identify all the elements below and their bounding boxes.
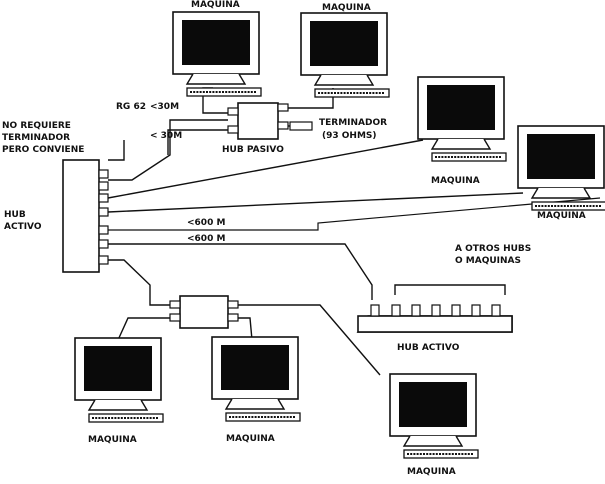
passive-hub-bottom (169, 295, 239, 329)
machine-label-5: MAQUINA (88, 435, 137, 445)
computer-6 (211, 336, 301, 422)
machine-label-7: MAQUINA (407, 467, 456, 477)
passive-hub-top (227, 102, 313, 140)
terminator-label-1: TERMINADOR (319, 118, 388, 128)
computer-7 (389, 373, 479, 459)
computer-1 (172, 11, 262, 97)
computer-3 (417, 76, 507, 162)
active-hub-left-label-1: HUB (4, 210, 26, 220)
cable-length-label-1: <30M (150, 102, 180, 112)
cable-length-label-2: < 30M (150, 131, 183, 141)
machine-label-1: MAQUINA (191, 0, 240, 10)
active-hub-right (356, 304, 513, 333)
machine-label-3: MAQUINA (431, 176, 480, 186)
cables (107, 87, 601, 376)
rg62-label: RG 62 (116, 102, 146, 112)
active-hub-left (62, 159, 109, 273)
computer-2 (300, 12, 390, 98)
cable-length-label-4: <600 M (187, 234, 226, 244)
active-hub-right-label: HUB ACTIVO (397, 343, 460, 353)
other-hubs-label-1: A OTROS HUBS (455, 244, 532, 254)
note-line-2: TERMINADOR (2, 133, 71, 143)
other-hubs-label-2: O MAQUINAS (455, 256, 521, 266)
terminator-label-2: (93 OHMS) (322, 131, 377, 141)
note-line-3: PERO CONVIENE (2, 145, 85, 155)
machine-label-6: MAQUINA (226, 434, 275, 444)
machine-label-4: MAQUINA (537, 211, 586, 221)
machine-label-2: MAQUINA (322, 3, 371, 13)
active-hub-left-label-2: ACTIVO (4, 222, 42, 232)
passive-hub-label: HUB PASIVO (222, 145, 284, 155)
note-line-1: NO REQUIERE (2, 121, 71, 131)
computer-4 (517, 125, 605, 211)
cable-length-label-3: <600 M (187, 218, 226, 228)
computer-5 (74, 337, 164, 423)
